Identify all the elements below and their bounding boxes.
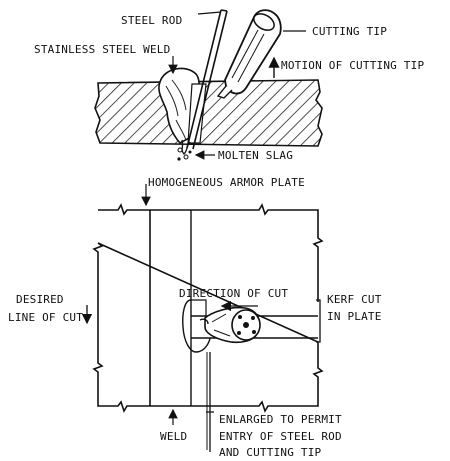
- armor-plate-section: [94, 79, 323, 147]
- steel-rod-leader: [197, 11, 222, 15]
- cutting-tip-label: CUTTING TIP: [312, 25, 387, 38]
- enlarged-label-3: AND CUTTING TIP: [219, 446, 322, 459]
- steel-rod: [186, 9, 228, 150]
- kerf-bracket: [316, 299, 321, 343]
- cross-section-view: STEEL ROD CUTTING TIP STAINLESS STEEL WE…: [34, 9, 424, 162]
- plan-cutting-tip: [199, 306, 261, 344]
- enlarged-label-2: ENTRY OF STEEL ROD: [219, 430, 342, 443]
- stainless-weld-label: STAINLESS STEEL WELD: [34, 43, 170, 56]
- kerf-label-1: KERF CUT: [327, 293, 382, 306]
- enlarged-label-1: ENLARGED TO PERMIT: [219, 413, 342, 426]
- steel-rod-label: STEEL ROD: [121, 14, 182, 27]
- desired-line-label-1: DESIRED: [16, 293, 64, 306]
- weld-label: WELD: [160, 430, 187, 443]
- desired-line-label-2: LINE OF CUT: [8, 311, 83, 324]
- armor-plate-label: HOMOGENEOUS ARMOR PLATE: [148, 176, 305, 189]
- molten-slag: [177, 139, 192, 161]
- direction-of-cut-label: DIRECTION OF CUT: [179, 287, 288, 300]
- molten-slag-label: MOLTEN SLAG: [218, 149, 293, 162]
- plan-view: HOMOGENEOUS ARMOR PLATE DESIRED LINE OF …: [8, 176, 382, 459]
- cutting-tip: [216, 9, 282, 99]
- motion-of-tip-label: MOTION OF CUTTING TIP: [281, 59, 424, 72]
- kerf-label-2: IN PLATE: [327, 310, 382, 323]
- armor-plate-outline: [92, 203, 324, 413]
